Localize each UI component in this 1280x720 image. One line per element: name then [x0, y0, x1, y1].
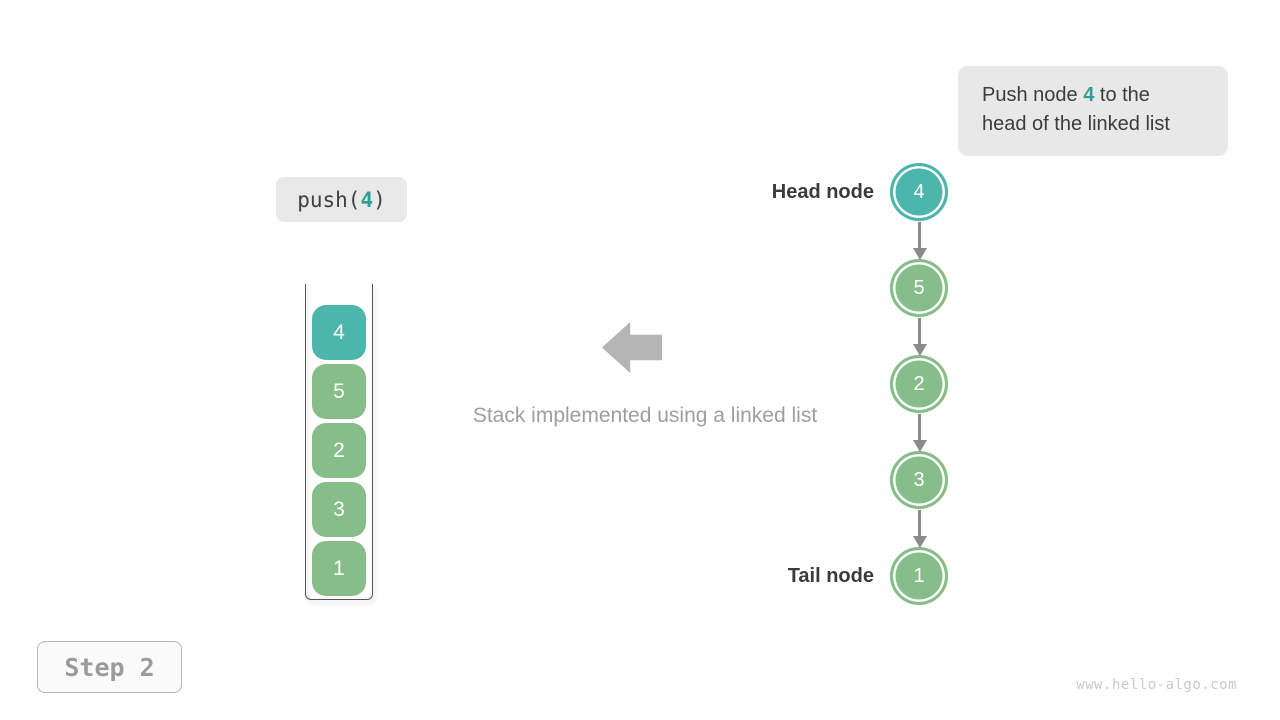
down-arrow-icon — [912, 318, 927, 356]
stack-item: 3 — [312, 482, 366, 537]
list-node: 4 — [890, 163, 948, 221]
list-node: 1 — [890, 547, 948, 605]
list-node: 2 — [890, 355, 948, 413]
stack-item: 5 — [312, 364, 366, 419]
annotation-suffix: to the head of the linked list — [982, 84, 1170, 135]
list-node: 3 — [890, 451, 948, 509]
tail-node-label: Tail node — [787, 565, 874, 587]
step-badge: Step 2 — [37, 641, 182, 693]
down-arrow-icon — [912, 414, 927, 452]
note-highlight: 4 — [1083, 84, 1095, 106]
stack-item: 2 — [312, 423, 366, 478]
annotation-prefix: Push node — [982, 84, 1084, 106]
down-arrow-icon — [912, 222, 927, 260]
left-block-arrow-icon — [602, 322, 662, 373]
head-node-label: Head node — [771, 181, 874, 203]
push-arg: 4 — [360, 187, 374, 212]
watermark-text: www.hello-algo.com — [1076, 677, 1237, 693]
stack-container — [305, 284, 373, 600]
stack-item: 1 — [312, 541, 366, 596]
down-arrow-icon — [912, 510, 927, 548]
stack-items-group: 4 5 2 3 1 — [312, 305, 366, 600]
list-node: 5 — [890, 259, 948, 317]
annotation-box: Push node 4 to the head of the linked li… — [958, 66, 1228, 156]
push-call-prefix: push( — [297, 187, 361, 212]
push-call-suffix: ) — [373, 187, 386, 212]
caption-text: Stack implemented using a linked list — [472, 404, 818, 427]
push-call-chip: push(4) — [276, 177, 407, 222]
stack-item: 4 — [312, 305, 366, 360]
